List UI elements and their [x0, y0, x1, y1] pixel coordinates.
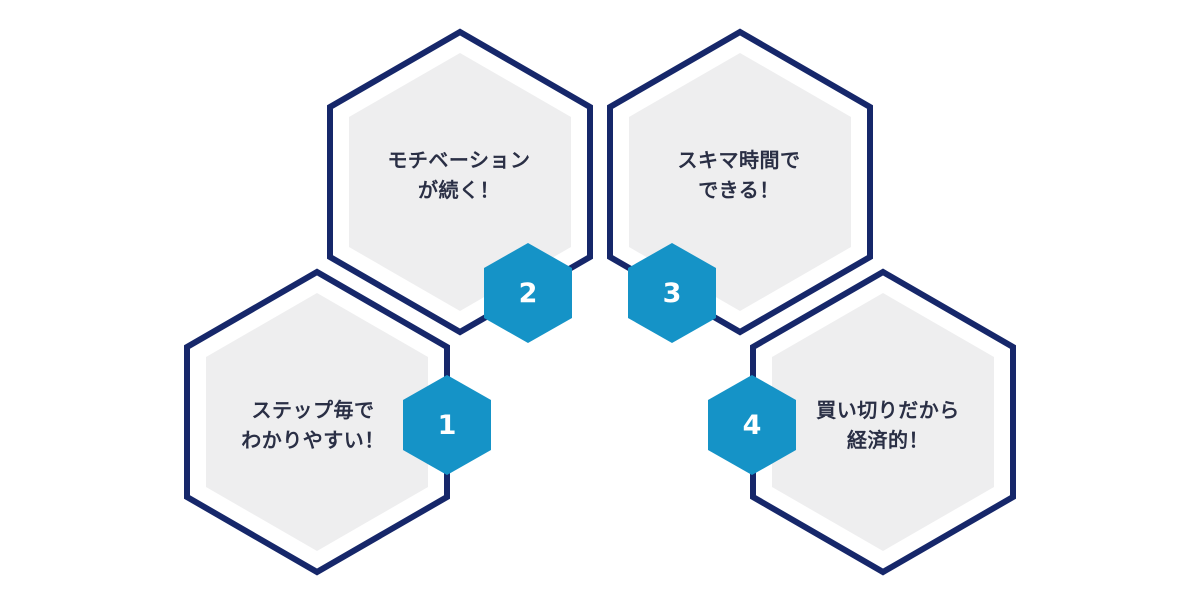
- number-badge-1: 1: [403, 375, 491, 475]
- feature-card-2: モチベーション が続く！: [327, 28, 593, 336]
- feature-card-3-line-1: スキマ時間で: [678, 148, 801, 172]
- feature-card-4-hexagon-fill: [772, 293, 994, 551]
- feature-card-2-line-2: が続く！: [418, 178, 500, 202]
- number-badge-2: 2: [484, 243, 572, 343]
- feature-card-3-hexagon-fill: [629, 53, 851, 311]
- feature-card-4-line-2: 経済的！: [847, 428, 929, 452]
- feature-card-2-line-1: モチベーション: [387, 148, 530, 172]
- feature-card-4-line-1: 買い切りだから: [816, 398, 960, 422]
- number-badge-1-hexagon: [403, 375, 491, 475]
- feature-card-2-hexagon-fill: [349, 53, 571, 311]
- feature-card-4: 買い切りだから 経済的！: [750, 268, 1016, 576]
- number-badge-2-hexagon: [484, 243, 572, 343]
- number-badge-3-label: 3: [663, 278, 682, 309]
- number-badge-3: 3: [628, 243, 716, 343]
- feature-card-1-line-1: ステップ毎で: [252, 398, 375, 422]
- feature-card-3-line-2: できる！: [698, 178, 780, 202]
- feature-card-1-line-2: わかりやすい！: [241, 428, 385, 452]
- number-badge-1-label: 1: [438, 410, 457, 441]
- feature-card-1-hexagon-fill: [206, 293, 428, 551]
- number-badge-4-hexagon: [708, 375, 796, 475]
- feature-card-1: ステップ毎で わかりやすい！: [184, 268, 450, 576]
- number-badge-4-label: 4: [743, 410, 762, 441]
- number-badge-4: 4: [708, 375, 796, 475]
- number-badge-2-label: 2: [519, 278, 538, 309]
- number-badge-3-hexagon: [628, 243, 716, 343]
